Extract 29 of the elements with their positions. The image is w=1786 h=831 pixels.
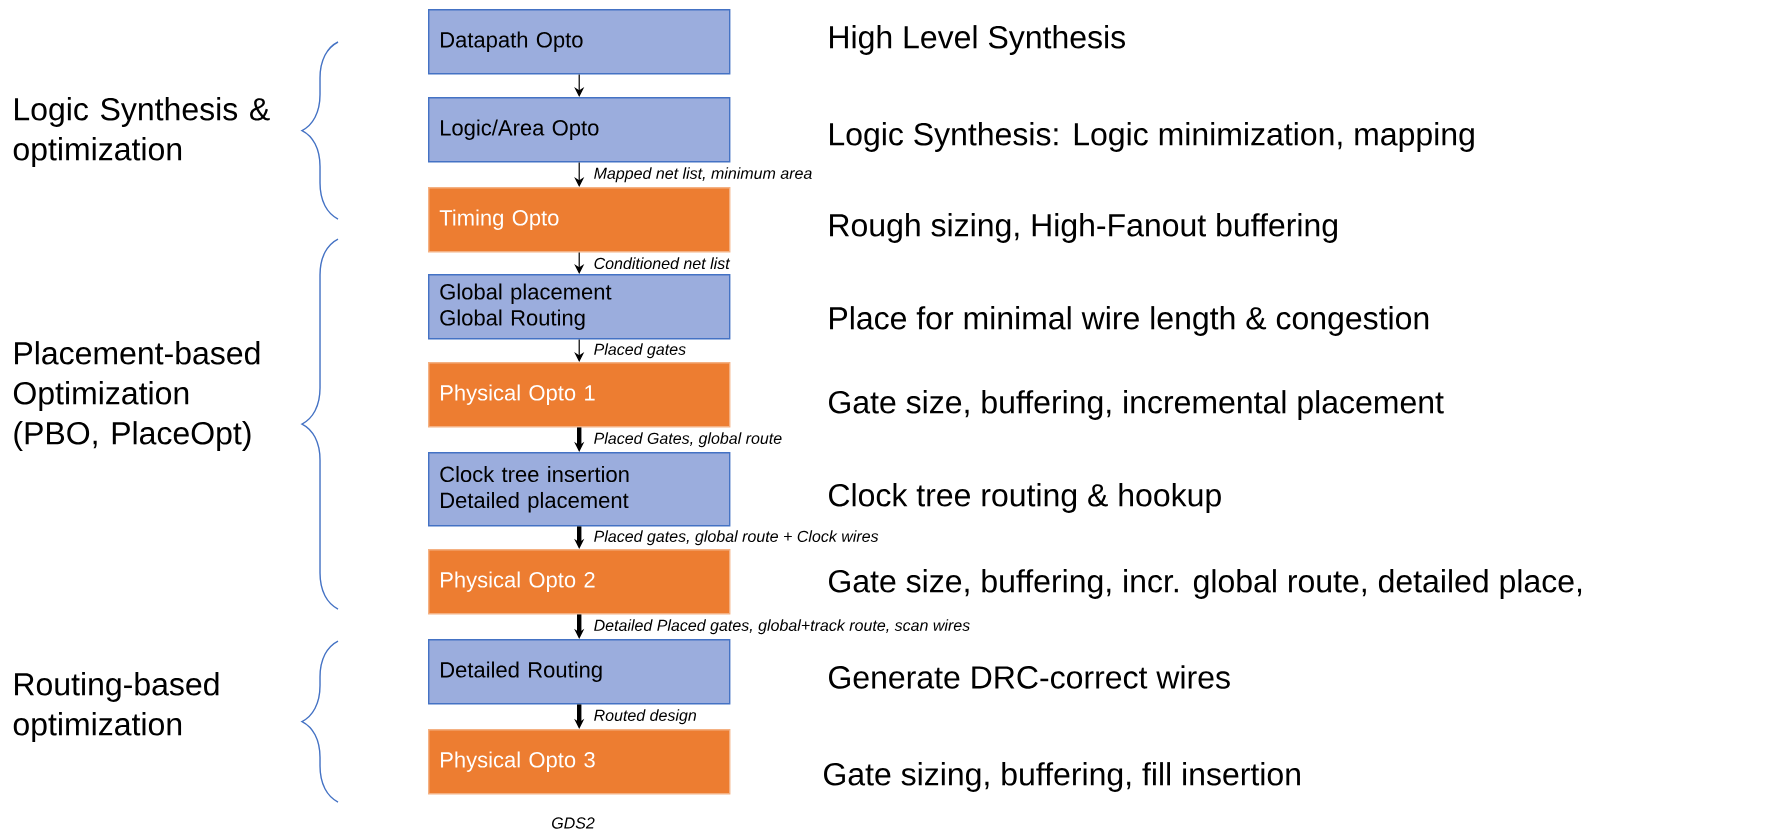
process-box: Physical Opto 2 — [428, 549, 731, 615]
edge-label: Conditioned net list — [594, 257, 731, 270]
description-text: Clock tree routing & hookup — [829, 483, 1221, 513]
group-label: Routing-based optimization — [13, 672, 219, 742]
process-box: Clock tree insertion Detailed placement — [428, 452, 731, 527]
description-text: Generate DRC-correct wires — [829, 665, 1230, 689]
edge-label: Placed Gates, global route — [594, 432, 782, 448]
description-text: Place for minimal wire length & congestion — [830, 306, 1429, 336]
description-text: Gate sizing, buffering, fill insertion — [824, 762, 1300, 792]
group-label: Placement-based Optimization (PBO, PlaceOpt) — [13, 341, 260, 451]
edge-label: Placed gates, global route + Clock wires — [594, 530, 879, 546]
process-box: Physical Opto 1 — [428, 362, 731, 428]
edge-label: Detailed Placed gates, global+track route, scan wires — [594, 619, 970, 635]
description-text: Logic Synthesis: Logic minimization, mapping — [830, 122, 1474, 152]
output-label: GDS2 — [552, 817, 595, 829]
process-box: Detailed Routing — [428, 639, 731, 705]
process-box: Physical Opto 3 — [428, 729, 731, 795]
description-text: High Level Synthesis — [830, 25, 1125, 55]
process-box: Global placement Global Routing — [428, 274, 731, 340]
edge-label: Mapped net list, minimum area — [594, 167, 812, 183]
group-label: Logic Synthesis & optimization — [13, 97, 270, 167]
description-text: Gate size, buffering, incremental placement — [829, 390, 1444, 420]
edge-label: Placed gates — [594, 343, 686, 359]
process-box: Logic/Area Opto — [428, 97, 731, 163]
description-text: Rough sizing, High-Fanout buffering — [830, 213, 1337, 243]
process-box: Timing Opto — [428, 187, 731, 253]
process-box: Datapath Opto — [428, 9, 731, 75]
description-text: Gate size, buffering, incr. global route, detailed place, — [829, 569, 1582, 599]
edge-label: Routed design — [594, 709, 696, 725]
